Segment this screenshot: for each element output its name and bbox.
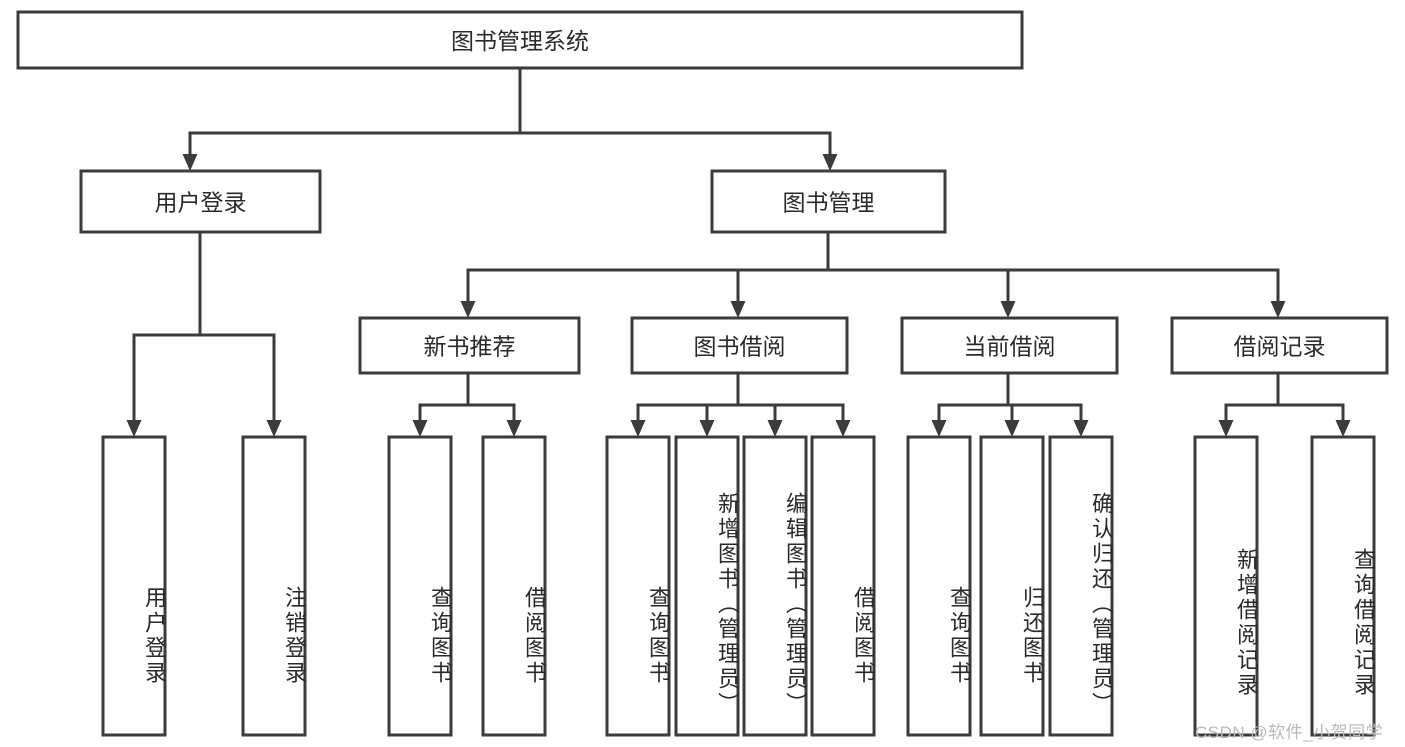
borrow-arrow-2-head [767,420,783,437]
root-arrow-0-head [182,154,198,171]
node-box-leaf-query-borrow-record[interactable] [1310,435,1376,737]
user-login-arrow-1-head [266,420,282,437]
csdn-watermark: CSDN @软件_小贺同学 [1195,723,1384,742]
node-box-new-book-recommend[interactable] [358,316,581,375]
book-mgmt-arrow-2-head [1000,301,1016,318]
recommend-arrow-0-head [412,420,428,437]
node-box-book-management[interactable] [710,169,947,234]
node-box-current-borrow[interactable] [900,316,1119,375]
node-box-book-borrow[interactable] [630,316,849,375]
root-arrow-1-head [822,154,838,171]
recommend-arrow-1-head [506,420,522,437]
node-label-book-borrow: 图书借阅 [694,334,786,360]
node-box-layer [16,10,1389,737]
current-arrow-0-head [931,420,947,437]
node-label-new-book-recommend: 新书推荐 [424,334,516,360]
book-mgmt-arrow-3-head [1270,301,1286,318]
node-box-user-login[interactable] [79,169,322,234]
node-box-leaf-borrow-book[interactable] [810,435,876,737]
node-box-leaf-query-book-borrow[interactable] [605,435,671,737]
node-box-leaf-edit-book[interactable] [742,435,808,737]
node-label-borrow-record: 借阅记录 [1234,334,1326,360]
node-box-leaf-user-login[interactable] [101,435,167,737]
book-mgmt-arrow-0-head [460,301,476,318]
node-box-leaf-add-borrow-record[interactable] [1193,435,1259,737]
node-box-leaf-query-book-current[interactable] [906,435,972,737]
node-box-root[interactable] [16,10,1024,70]
node-label-book-management: 图书管理 [783,190,875,216]
book-mgmt-arrow-1-head [730,301,746,318]
user-login-arrow-0-head [126,420,142,437]
node-label-root: 图书管理系统 [451,28,589,54]
record-arrow-1-head [1335,420,1351,437]
current-arrow-1-head [1004,420,1020,437]
node-label-user-login: 用户登录 [155,190,247,216]
node-box-borrow-record[interactable] [1170,316,1389,375]
node-box-leaf-borrow-book-recommend[interactable] [481,435,547,737]
node-box-leaf-add-book[interactable] [674,435,740,737]
borrow-arrow-1-head [699,420,715,437]
node-label-current-borrow: 当前借阅 [964,334,1056,360]
node-box-leaf-return-book[interactable] [979,435,1045,737]
node-box-leaf-logout[interactable] [241,435,307,737]
borrow-arrow-0-head [630,420,646,437]
node-box-leaf-confirm-return[interactable] [1048,435,1114,737]
borrow-arrow-3-head [835,420,851,437]
connector-layer [126,66,1351,437]
current-arrow-2-head [1073,420,1089,437]
node-box-leaf-query-book-recommend[interactable] [387,435,453,737]
record-arrow-0-head [1218,420,1234,437]
